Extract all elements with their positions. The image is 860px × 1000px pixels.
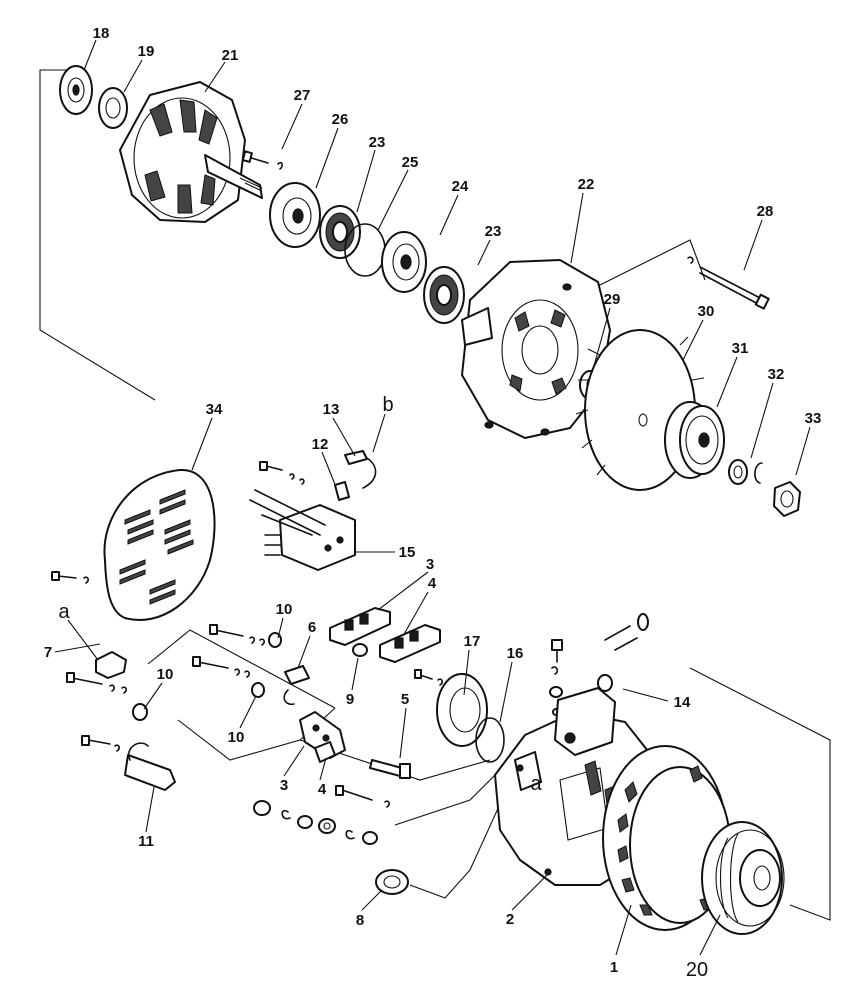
label-22: 22 [578,176,595,193]
label-4-upper: 4 [428,575,437,592]
part-13-terminal [344,450,377,489]
part-6-bracket [283,665,310,706]
part-16-oring [475,717,505,763]
label-15: 15 [399,544,416,561]
label-a: a [58,601,70,623]
label-8: 8 [356,912,364,929]
label-17: 17 [464,633,481,650]
label-3-lower: 3 [280,777,288,794]
part-34-rear-cover [103,468,216,621]
label-34: 34 [206,401,223,418]
label-30: 30 [698,303,715,320]
label-1: 1 [610,959,618,976]
rear-small-parts [549,613,649,716]
washer-row [253,800,378,845]
label-31: 31 [732,340,749,357]
label-11: 11 [138,833,154,850]
label-19: 19 [138,43,155,60]
label-10-left: 10 [157,666,174,683]
part-34-screw [51,571,89,584]
part-24-bearing [381,231,427,293]
part-27-screw [241,150,283,170]
label-18: 18 [93,25,110,42]
label-23-a: 23 [369,134,386,151]
label-28: 28 [757,203,774,220]
label-10-upper: 10 [276,601,293,618]
label-6: 6 [308,619,316,636]
screw-rows [66,624,390,808]
label-33: 33 [805,410,822,427]
label-16: 16 [507,645,524,662]
part-labels: 18 19 21 27 26 23 25 24 23 22 28 29 30 3… [44,25,822,981]
label-a-housing: a [530,773,542,795]
part-32-washers [728,459,763,485]
label-27: 27 [294,87,311,104]
label-29: 29 [604,291,621,308]
part-33-nut [773,481,801,517]
leader-lines [39,69,831,921]
part-28-bolt [687,256,770,310]
part-8-bushing [375,869,409,895]
part-3-plate-upper [329,607,391,646]
part-12-screw [334,481,350,501]
label-12: 12 [312,436,329,453]
part-11-capacitor [124,742,176,791]
label-32: 32 [768,366,785,383]
label-13: 13 [323,401,340,418]
label-7: 7 [44,644,52,661]
label-3-upper: 3 [426,556,434,573]
part-23-bearing-a [319,205,361,259]
label-14: 14 [674,694,691,711]
label-20: 20 [686,959,708,981]
label-10-mid: 10 [228,729,245,746]
part-3-4-lower-assembly [299,711,346,763]
part-18-bearing [59,65,93,115]
label-21: 21 [222,47,239,64]
part-22-front-housing [461,259,611,439]
part-15-regulator [249,461,356,571]
label-4-lower: 4 [318,781,327,798]
part-5-bolt [369,759,411,779]
part-17-bearing-retainer [414,669,488,747]
label-5: 5 [401,691,409,708]
part-7-clip [95,651,127,679]
part-26-plate [269,182,321,248]
part-19-washer [98,87,128,129]
label-leaders [54,39,811,956]
label-b: b [382,394,393,416]
part-31-pulley [664,401,725,479]
label-9: 9 [346,691,354,708]
part-21-rotor [119,81,263,223]
part-23-bearing-b [423,266,465,324]
part-9-plug [352,643,368,657]
part-4-plate-upper [379,624,441,663]
label-23-b: 23 [485,223,502,240]
label-25: 25 [402,154,419,171]
label-2: 2 [506,911,514,928]
label-24: 24 [452,178,469,195]
part-20-pulley [701,821,785,935]
label-26: 26 [332,111,349,128]
